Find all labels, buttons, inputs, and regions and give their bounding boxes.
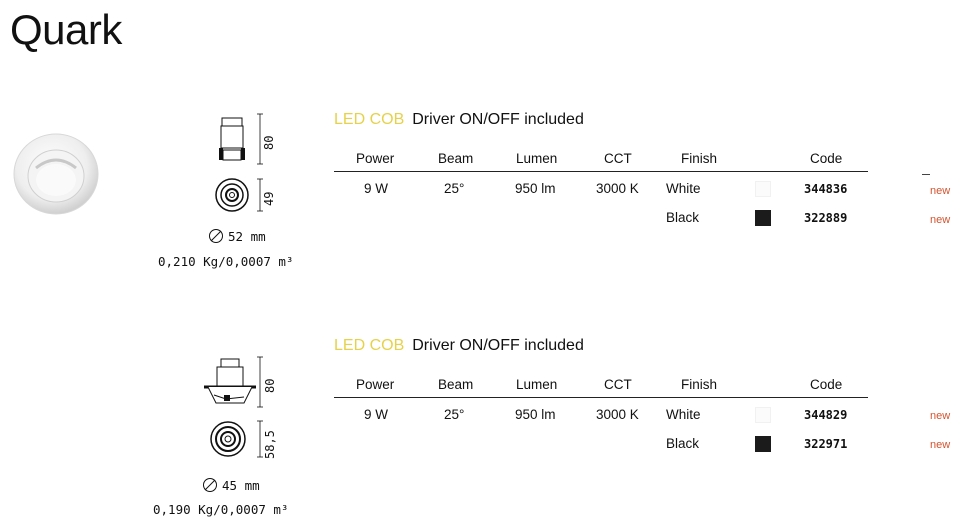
- column-header-finish: Finish: [681, 151, 718, 166]
- column-header-code: Code: [810, 151, 843, 166]
- diameter-dimension: 49: [262, 191, 276, 206]
- hole-diameter-icon: [203, 478, 217, 492]
- column-header-power: Power: [356, 151, 395, 166]
- driver-info: Driver ON/OFF included: [412, 111, 584, 128]
- hole-diameter-icon: [209, 229, 223, 243]
- column-header-power: Power: [356, 377, 395, 392]
- cell-finish: Black: [666, 210, 700, 225]
- divider-dash: [922, 174, 930, 175]
- led-type-tag: LED COB: [334, 337, 405, 354]
- cell-finish: Black: [666, 436, 700, 451]
- cell-code: 322971: [804, 437, 848, 451]
- new-badge: new: [930, 439, 951, 451]
- new-badge: new: [930, 185, 951, 197]
- product-headline: LED COB Driver ON/OFF included: [334, 337, 584, 355]
- hole-size: 52 mm: [208, 228, 266, 244]
- new-badge: new: [930, 214, 951, 226]
- column-header-lumen: Lumen: [516, 377, 558, 392]
- driver-info: Driver ON/OFF included: [412, 337, 584, 354]
- cell-code: 344829: [804, 408, 848, 422]
- cell-finish: White: [666, 407, 701, 422]
- column-header-cct: CCT: [604, 377, 632, 392]
- weight-volume: 0,190 Kg/0,0007 m³: [153, 502, 289, 517]
- side-view-drawing: [204, 356, 263, 408]
- height-dimension: 80: [263, 378, 277, 393]
- cell-finish: White: [666, 181, 701, 196]
- column-header-beam: Beam: [438, 377, 474, 392]
- weight-volume: 0,210 Kg/0,0007 m³: [158, 254, 294, 269]
- cell-power: 9 W: [364, 407, 389, 422]
- finish-swatch-white: [755, 407, 771, 423]
- side-view-drawing: [219, 113, 263, 165]
- front-view-drawing: [215, 178, 263, 212]
- diameter-dimension: 58,5: [263, 430, 277, 459]
- hole-size: 45 mm: [202, 477, 260, 493]
- table-header: Power Beam Lumen CCT Finish Code: [334, 148, 868, 172]
- cell-code: 322889: [804, 211, 848, 225]
- product-block-2: 80 58,5 45 mm 0,190 Kg/0,0007 m³ LED COB…: [0, 325, 960, 525]
- column-header-finish: Finish: [681, 377, 718, 392]
- cell-beam: 25°: [444, 181, 465, 196]
- cell-cct: 3000 K: [596, 181, 639, 196]
- finish-swatch-white: [755, 181, 771, 197]
- product-headline: LED COB Driver ON/OFF included: [334, 111, 584, 129]
- page-title: Quark: [10, 6, 122, 53]
- table-header: Power Beam Lumen CCT Finish Code: [334, 374, 868, 398]
- product-photo: [13, 133, 99, 215]
- cell-code: 344836: [804, 182, 848, 196]
- hole-size-value: 45 mm: [222, 478, 260, 493]
- cell-lumen: 950 lm: [515, 181, 556, 196]
- product-block-1: 80 49 52 mm 0,210 Kg/0,0007 m³ LED COB Dr…: [0, 100, 960, 280]
- led-type-tag: LED COB: [334, 111, 405, 128]
- finish-swatch-black: [755, 210, 771, 226]
- new-badge: new: [930, 410, 951, 422]
- height-dimension: 80: [262, 135, 276, 150]
- cell-cct: 3000 K: [596, 407, 639, 422]
- cell-beam: 25°: [444, 407, 465, 422]
- finish-swatch-black: [755, 436, 771, 452]
- column-header-lumen: Lumen: [516, 151, 558, 166]
- column-header-beam: Beam: [438, 151, 474, 166]
- hole-size-value: 52 mm: [228, 229, 266, 244]
- cell-lumen: 950 lm: [515, 407, 556, 422]
- column-header-cct: CCT: [604, 151, 632, 166]
- column-header-code: Code: [810, 377, 843, 392]
- front-view-drawing: [210, 420, 263, 458]
- cell-power: 9 W: [364, 181, 389, 196]
